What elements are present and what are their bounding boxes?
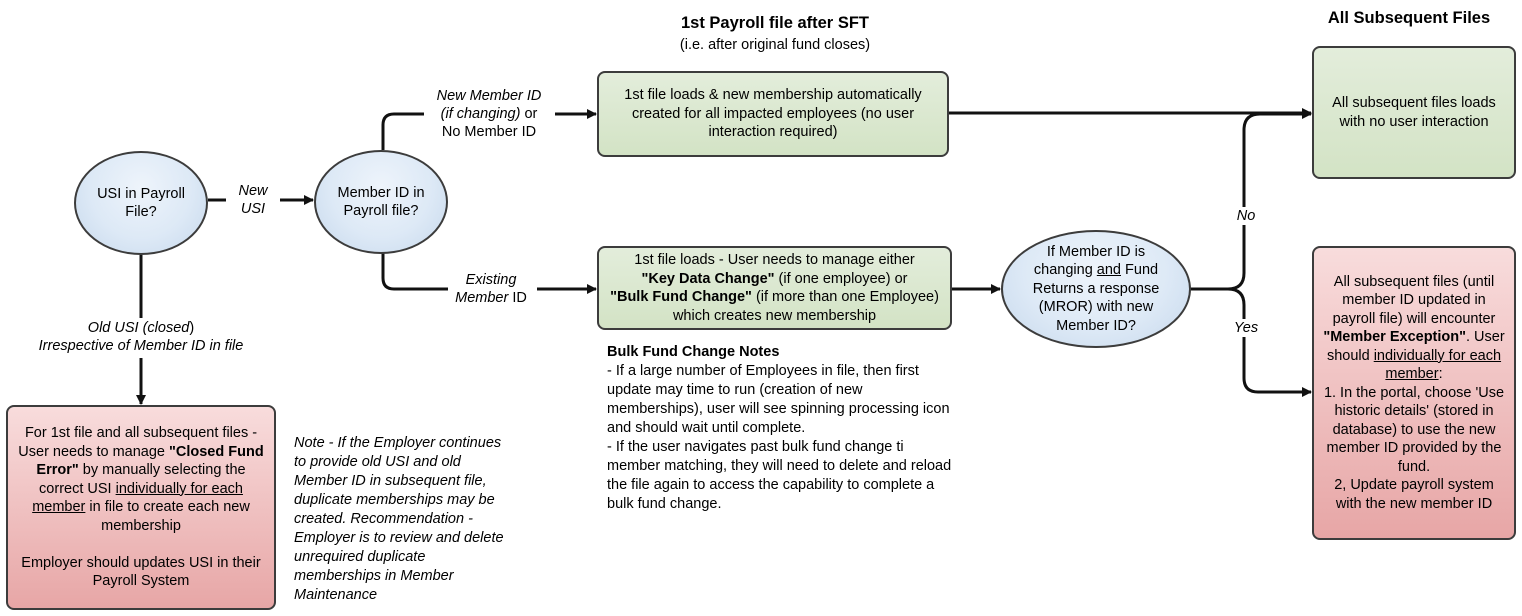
key-bulk-change-box: 1st file loads - User needs to manage ei… bbox=[597, 246, 952, 330]
bulk-fund-change-notes: Bulk Fund Change Notes - If a large numb… bbox=[607, 343, 1007, 514]
subsequent-files-title: All Subsequent Files bbox=[1327, 9, 1491, 27]
bulk-note-line: bulk fund change. bbox=[607, 496, 722, 512]
employer-note-line: unrequired duplicate bbox=[294, 549, 426, 565]
employer-duplicate-membership-note: Note - If the Employer continues to prov… bbox=[294, 434, 554, 605]
member-id-decision-node: Member ID in Payroll file? bbox=[314, 150, 448, 254]
fund-response-decision-node: If Member ID is changing and Fund Return… bbox=[1001, 230, 1191, 348]
member-exception-text: All subsequent files (until member ID up… bbox=[1323, 273, 1505, 512]
closed-fund-error-box: For 1st file and all subsequent files - … bbox=[6, 405, 276, 610]
employer-note-line: memberships in Member bbox=[294, 568, 454, 584]
employer-note-line: to provide old USI and old bbox=[294, 454, 461, 470]
edge-label-old-usi: Old USI (closed) Irrespective of Member … bbox=[20, 319, 262, 355]
first-file-title: 1st Payroll file after SFT bbox=[681, 14, 869, 32]
edge-existing-member-id bbox=[381, 253, 596, 289]
bulk-note-line: update may time to run (creation of new bbox=[607, 382, 863, 398]
edge-no bbox=[1190, 109, 1312, 291]
edge-label-existing-member-id: Existing Member ID bbox=[455, 272, 527, 306]
edge-label-no: No bbox=[1230, 207, 1262, 225]
bulk-note-line: memberships), user will see spinning pro… bbox=[607, 401, 950, 417]
member-id-decision-text: Member ID in Payroll file? bbox=[337, 184, 425, 220]
closed-fund-error-text: For 1st file and all subsequent files - … bbox=[18, 425, 264, 590]
employer-note-line: created. Recommendation - bbox=[294, 511, 473, 527]
edge-label-yes: Yes bbox=[1230, 319, 1262, 337]
bulk-note-line: the file again to access the capability … bbox=[607, 477, 935, 493]
member-exception-box: All subsequent files (until member ID up… bbox=[1312, 246, 1516, 540]
bulk-notes-title: Bulk Fund Change Notes bbox=[607, 344, 780, 360]
subsequent-no-interaction-text: All subsequent files loads with no user … bbox=[1332, 95, 1496, 130]
usi-decision-text: USI in Payroll File? bbox=[97, 185, 185, 221]
employer-note-line: duplicate memberships may be bbox=[294, 492, 495, 508]
edge-yes bbox=[1190, 287, 1312, 397]
edge-new-member-id bbox=[381, 114, 596, 150]
subsequent-no-interaction-box: All subsequent files loads with no user … bbox=[1312, 46, 1516, 179]
edge-label-new-member-id: New Member ID (if changing) or No Member… bbox=[436, 88, 542, 140]
employer-note-line: Member ID in subsequent file, bbox=[294, 473, 487, 489]
bulk-note-line: - If a large number of Employees in file… bbox=[607, 363, 919, 379]
first-file-subtitle: (i.e. after original fund closes) bbox=[679, 37, 871, 53]
bulk-note-line: - If the user navigates past bulk fund c… bbox=[607, 439, 904, 455]
bulk-note-line: and should wait until complete. bbox=[607, 420, 806, 436]
auto-membership-box: 1st file loads & new membership automati… bbox=[597, 71, 949, 157]
auto-membership-text: 1st file loads & new membership automati… bbox=[624, 87, 922, 141]
usi-decision-node: USI in Payroll File? bbox=[74, 151, 208, 255]
fund-response-text: If Member ID is changing and Fund Return… bbox=[1032, 243, 1160, 334]
employer-note-line: Note - If the Employer continues bbox=[294, 435, 502, 451]
employer-note-line: Employer is to review and delete bbox=[294, 530, 504, 546]
employer-note-line: Maintenance bbox=[294, 587, 378, 603]
key-bulk-change-text: 1st file loads - User needs to manage ei… bbox=[610, 252, 939, 324]
bulk-note-line: member matching, they will need to delet… bbox=[607, 458, 952, 474]
